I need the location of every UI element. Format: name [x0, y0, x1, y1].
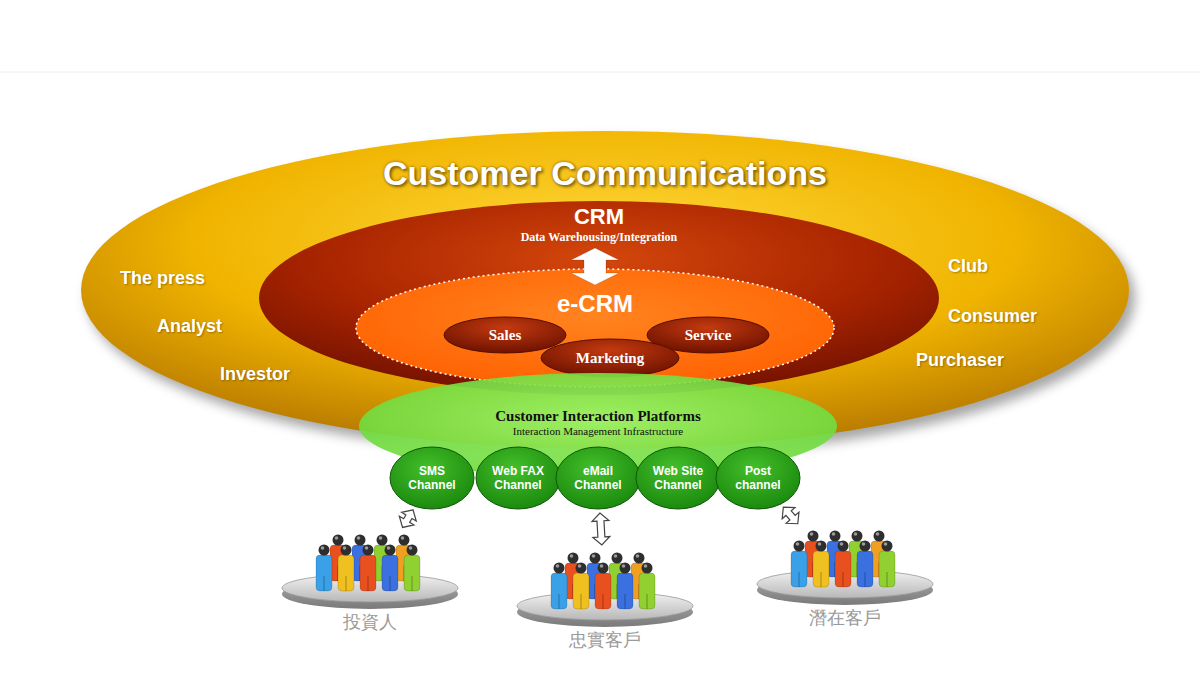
people-illustration [280, 530, 460, 608]
audience-label: Purchaser [916, 350, 1004, 371]
node-text: Service [685, 327, 732, 344]
node-text: eMail Channel [564, 464, 632, 492]
node-text: 潛在客戶 [809, 606, 881, 630]
node-text: 忠實客戶 [569, 628, 641, 652]
audience-label: The press [120, 268, 205, 289]
channel-circle: Web FAX Channel [475, 446, 561, 510]
double-arrow [571, 248, 619, 285]
channel-circle: SMS Channel [389, 446, 475, 510]
audience-label: Investor [220, 364, 290, 385]
node-text: Sales [489, 327, 522, 344]
node-text: Web Site Channel [644, 464, 712, 492]
people-group: 忠實客戶 [515, 548, 695, 652]
node-text: Customer Interaction Platforms [495, 408, 701, 425]
node-text: Data Warehousing/Integration [521, 230, 678, 245]
node-text: Marketing [576, 350, 644, 367]
node-text: e-CRM [557, 290, 633, 318]
node-text: CRM [574, 204, 624, 230]
double-arrow [399, 510, 416, 528]
people-illustration [755, 526, 935, 604]
audience-label: Club [948, 256, 988, 277]
node-text: Post channel [724, 464, 792, 492]
node-text: SMS Channel [398, 464, 466, 492]
double-arrow [782, 507, 799, 524]
pill-ellipse: Sales [443, 316, 567, 354]
top-rule [0, 72, 1200, 73]
crm-ellipse: CRMData Warehousing/Integration e-CRM Sale… [258, 200, 940, 396]
channel-circle: Web Site Channel [635, 446, 721, 510]
platform-ellipse: Customer Interaction PlatformsInteractio… [358, 372, 838, 480]
people-group: 潛在客戶 [755, 526, 935, 630]
ecrm-ellipse: e-CRM Sales ServiceMarketing [355, 268, 835, 388]
audience-label: Analyst [157, 316, 222, 337]
channel-circle: Post channel [715, 446, 801, 510]
people-group: 投資人 [280, 530, 460, 634]
node-text: Customer Communications [383, 154, 827, 193]
node-text: Interaction Management Infrastructure [513, 425, 683, 437]
audience-label: Consumer [948, 306, 1037, 327]
node-text: 投資人 [343, 610, 397, 634]
double-arrow [592, 513, 610, 545]
channel-circle: eMail Channel [555, 446, 641, 510]
node-text: Web FAX Channel [484, 464, 552, 492]
pill-ellipse: Marketing [540, 338, 680, 378]
people-illustration [515, 548, 695, 626]
